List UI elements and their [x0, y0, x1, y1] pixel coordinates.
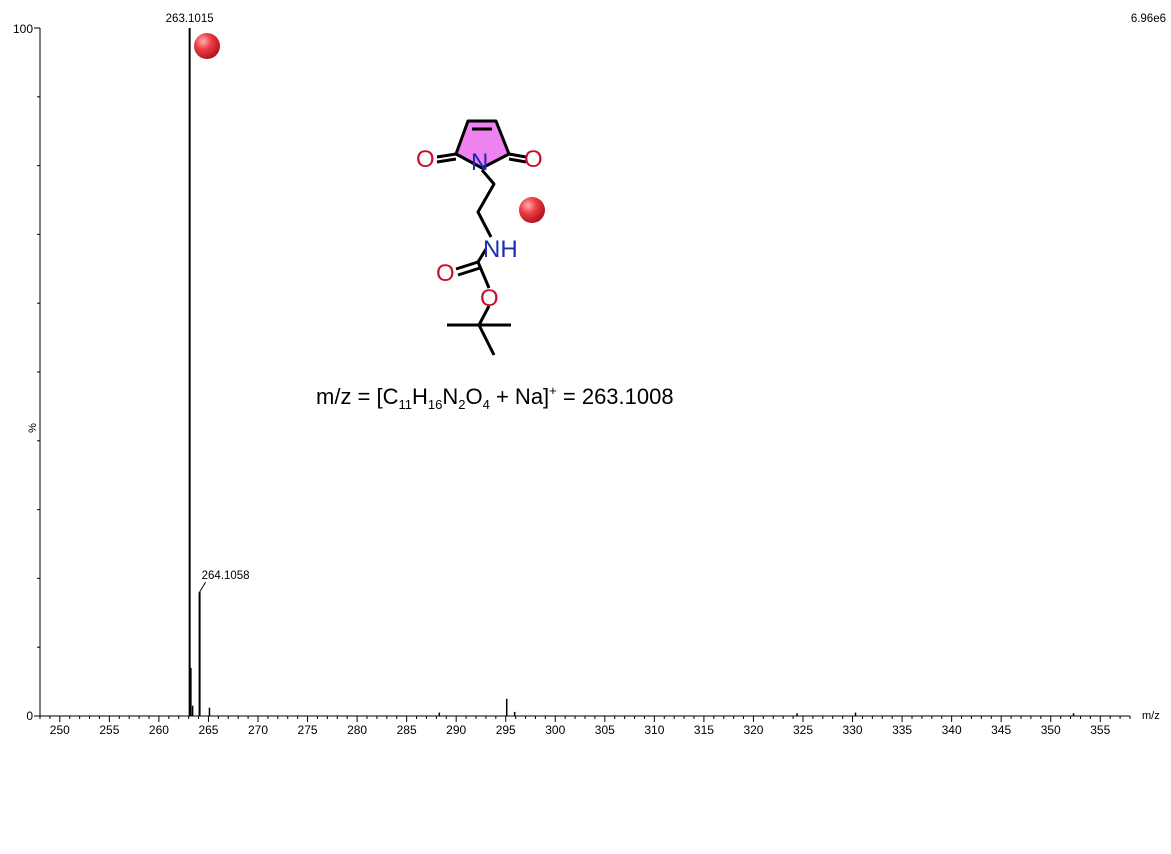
formula-result: = 263.1008	[557, 384, 674, 409]
formula-o-sub: 4	[483, 397, 490, 412]
x-tick-label: 330	[843, 723, 863, 737]
formula-plus-na: + Na]	[490, 384, 549, 409]
y-tick-label-100: 100	[13, 22, 33, 36]
atom-oxygen-right: O	[524, 146, 543, 173]
x-tick-label: 265	[198, 723, 218, 737]
nh-to-carbon-bond	[476, 248, 488, 263]
atom-nitrogen-ring: N	[471, 149, 488, 176]
formula-c-sub: 11	[399, 397, 413, 412]
x-tick-label: 295	[496, 723, 516, 737]
peak-label: 264.1058	[202, 570, 250, 582]
intensity-max-label: 6.96e6	[1131, 13, 1166, 25]
x-tick-label: 355	[1090, 723, 1110, 737]
x-axis-title: m/z	[1142, 710, 1160, 722]
formula-prefix: m/z = [C	[316, 384, 399, 409]
right-carbonyl-bond-2	[508, 157, 527, 164]
x-tick-label: 255	[99, 723, 119, 737]
carbonyl-double-1	[455, 260, 479, 271]
formula-h-sub: 16	[428, 397, 442, 412]
x-tick-labels: 250 255 260 265 270 275 280 285 290 295 300 305 310 3…	[50, 723, 1111, 737]
marker-ball-icon	[519, 197, 545, 223]
peak-label: 263.1015	[166, 13, 214, 25]
atom-oxygen-ester: O	[480, 285, 499, 312]
ester-to-tbu-bond	[477, 305, 491, 326]
x-tick-label: 270	[248, 723, 268, 737]
tbu-bond-down	[477, 324, 496, 356]
atom-nh: NH	[483, 236, 518, 263]
y-tick-label-0: 0	[26, 709, 33, 723]
atom-oxygen-left: O	[416, 146, 435, 173]
peaks	[188, 28, 1075, 716]
x-tick-label: 305	[595, 723, 615, 737]
ethyl-linker	[476, 169, 496, 238]
left-carbonyl-bond	[436, 152, 457, 159]
x-tick-label: 325	[793, 723, 813, 737]
formula-o: O	[466, 384, 483, 409]
formula-charge: +	[549, 383, 557, 398]
left-carbonyl-bond-2	[436, 157, 457, 164]
peak-labels: 263.1015 264.1058	[166, 13, 250, 593]
formula-annotation: m/z = [C11H16N2O4 + Na]+ = 263.1008	[316, 383, 674, 412]
x-tick-label: 315	[694, 723, 714, 737]
maleimide-ring	[454, 119, 511, 170]
marker-ball-icon	[194, 33, 220, 59]
x-tick-label: 345	[991, 723, 1011, 737]
y-ticks	[34, 27, 40, 717]
formula-h: H	[412, 384, 428, 409]
right-carbonyl-bond	[508, 152, 527, 159]
chemical-structure: O O N NH O O	[416, 119, 543, 356]
x-tick-label: 320	[743, 723, 763, 737]
x-tick-label: 250	[50, 723, 70, 737]
atom-oxygen-carbonyl: O	[436, 260, 455, 287]
peak-label-leader	[199, 581, 207, 593]
carbon-to-ester-bond	[476, 261, 491, 289]
x-tick-label: 260	[149, 723, 169, 737]
carbonyl-double-2	[457, 266, 481, 277]
x-tick-label: 285	[397, 723, 417, 737]
x-tick-label: 275	[298, 723, 318, 737]
x-tick-label: 300	[545, 723, 565, 737]
x-tick-label: 350	[1041, 723, 1061, 737]
x-tick-label: 335	[892, 723, 912, 737]
formula-n: N	[442, 384, 458, 409]
x-tick-label: 280	[347, 723, 367, 737]
x-ticks	[39, 716, 1131, 722]
x-tick-label: 310	[644, 723, 664, 737]
y-axis-title: %	[27, 423, 39, 433]
formula-n-sub: 2	[458, 397, 465, 412]
x-tick-label: 340	[942, 723, 962, 737]
x-tick-label: 290	[446, 723, 466, 737]
